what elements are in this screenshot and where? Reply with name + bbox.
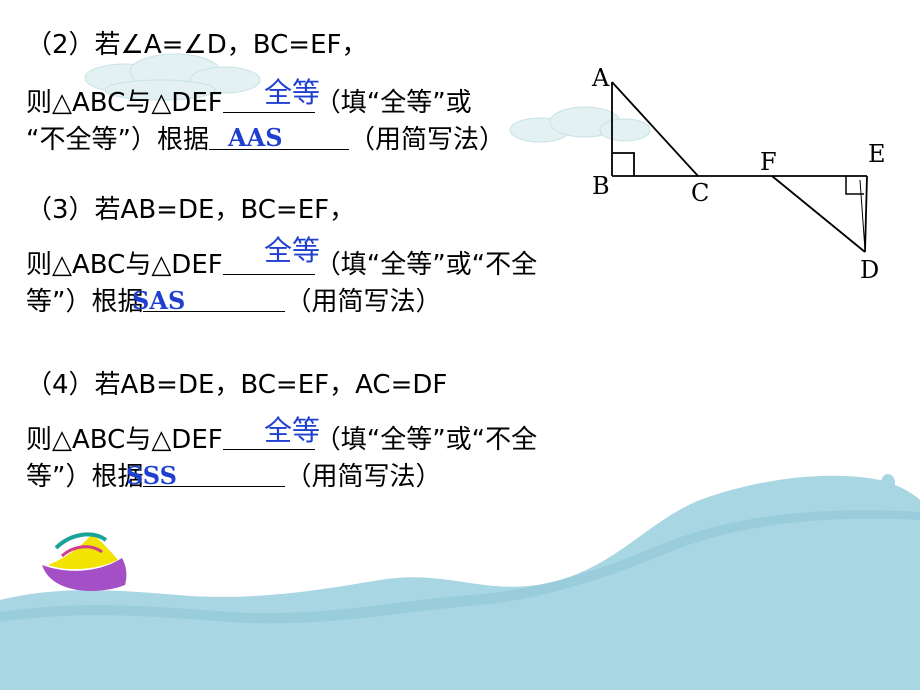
label-b: B [592,172,610,200]
q4-line1-suffix: （填“全等”或“不全 [314,425,538,455]
q3-congruent-blank[interactable] [222,250,315,275]
q4-line2-prefix: 等”）根据 [26,462,144,492]
label-c: C [691,179,709,207]
q2-line2-prefix: “不全等”）根据 [26,125,209,155]
q3-line2: 等”）根据 （用简写法） [26,285,442,319]
q2-line2-suffix: （用简写法） [348,125,505,155]
q4-reason-blank[interactable] [143,462,286,487]
q3-line1-suffix: （填“全等”或“不全 [314,250,538,280]
boat-icon [42,532,127,591]
right-angle-e [845,176,864,195]
segment-fd [771,175,866,253]
q2-line1-suffix: （填“全等”或 [314,88,472,118]
label-f: F [760,148,777,176]
q4-line1: 则△ABC与△DEF （填“全等”或“不全 [26,423,537,457]
q3-line2-prefix: 等”）根据 [26,287,144,317]
q2-line1: 则△ABC与△DEF （填“全等”或 [26,86,472,120]
q3-reason-blank[interactable] [143,287,286,312]
q3-line2-suffix: （用简写法） [285,287,442,317]
label-e: E [868,140,886,168]
segment-ed-inner [859,179,866,251]
q4-line1-prefix: 则△ABC与△DEF [26,425,223,455]
q4-congruent-blank[interactable] [222,425,315,450]
q4-line2: 等”）根据 （用简写法） [26,460,442,494]
q2-condition: （2）若∠A=∠D，BC=EF， [26,30,368,60]
segment-ac [611,81,699,177]
dot-icon [881,474,895,492]
q3-line1: 则△ABC与△DEF （填“全等”或“不全 [26,248,537,282]
cloud-icon [84,53,261,101]
segment-ed [864,175,868,253]
cloud-icon [509,106,651,143]
q3-answer-congruent: 全等 [264,234,321,267]
q2-congruent-blank[interactable] [222,88,315,113]
q3-answer-reason: SAS [132,286,186,315]
q4-line2-suffix: （用简写法） [285,462,442,492]
q4-condition: （4）若AB=DE，BC=EF，AC=DF [26,370,448,400]
q2-reason-blank[interactable] [208,125,349,150]
q3-line1-prefix: 则△ABC与△DEF [26,250,223,280]
q4-answer-congruent: 全等 [264,414,321,447]
label-a: A [591,64,610,92]
right-angle-b [612,152,635,176]
label-d: D [860,256,879,284]
q4-answer-reason: SSS [126,461,177,490]
q3-condition: （3）若AB=DE，BC=EF， [26,195,356,225]
triangle-figure: A B C F E D [591,64,886,284]
q2-answer-reason: AAS [228,123,283,152]
q2-line2: “不全等”）根据 （用简写法） [26,123,505,157]
q2-answer-congruent: 全等 [264,76,321,109]
q2-line1-prefix: 则△ABC与△DEF [26,88,223,118]
